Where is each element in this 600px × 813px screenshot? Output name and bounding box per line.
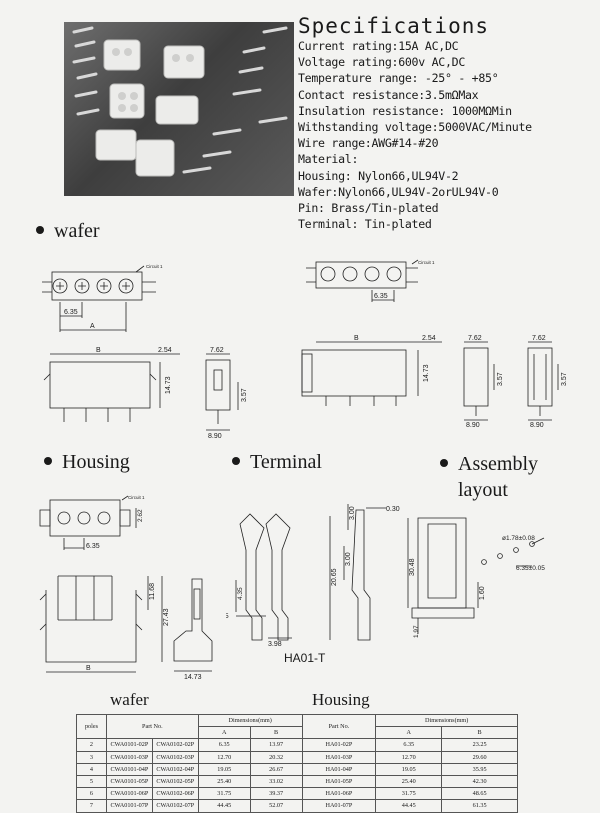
spec-pin-material: Pin: Brass/Tin-plated bbox=[298, 201, 439, 216]
svg-text:3.00: 3.00 bbox=[349, 506, 356, 520]
svg-text:2.54: 2.54 bbox=[422, 335, 436, 342]
spec-housing-material: Housing: Nylon66,UL94V-2 bbox=[298, 168, 459, 183]
wafer-heading: wafer bbox=[36, 220, 100, 243]
table-subheader-row: A B A B bbox=[77, 726, 518, 740]
svg-text:2.54: 2.54 bbox=[158, 347, 172, 354]
wafer-front-view-drawing: B 2.54 14.73 bbox=[43, 347, 180, 422]
wafer-part-no-header: Part No. bbox=[105, 713, 199, 740]
product-photo bbox=[64, 22, 294, 196]
svg-text:20.65: 20.65 bbox=[331, 568, 338, 586]
table-header-row: poles Part No. Dimensions(mm) Part No. D… bbox=[76, 713, 518, 740]
svg-text:8.90: 8.90 bbox=[466, 422, 480, 429]
wafer-dimensions-header: Dimensions(mm) bbox=[197, 713, 303, 728]
housing-b-header: B bbox=[441, 726, 518, 740]
bullet-icon bbox=[36, 226, 44, 235]
housing-a-header: A bbox=[375, 726, 443, 740]
svg-text:1.60: 1.60 bbox=[479, 586, 486, 600]
dim-6-35-label: 6.35 bbox=[374, 293, 388, 300]
spec-insulation-resistance: Insulation resistance: 1000MΩMin bbox=[298, 103, 512, 118]
svg-text:3.98: 3.98 bbox=[268, 641, 282, 648]
svg-text:ø1.78±0.08: ø1.78±0.08 bbox=[502, 535, 535, 542]
housing-dimensions-header: Dimensions(mm) bbox=[375, 713, 518, 728]
svg-text:4.35: 4.35 bbox=[226, 613, 229, 620]
spec-material: Material: bbox=[298, 152, 359, 167]
svg-text:7.62: 7.62 bbox=[468, 335, 482, 342]
spec-temperature-range: Temperature range: -25° - +85° bbox=[298, 71, 499, 86]
table-wafer-title: wafer bbox=[110, 690, 149, 709]
terminal-heading: Terminal bbox=[232, 451, 322, 474]
spec-terminal-material: Terminal: Tin-plated bbox=[298, 217, 432, 232]
table-housing-title: Housing bbox=[312, 690, 370, 709]
wafer-side-view-drawing: 7.62 3.57 8.90 bbox=[205, 347, 248, 440]
housing-part-no-header: Part No. bbox=[301, 713, 377, 740]
wafer-a-header: A bbox=[197, 726, 251, 740]
svg-text:14.73: 14.73 bbox=[423, 364, 430, 382]
housing-heading: Housing bbox=[44, 451, 130, 474]
svg-text:B: B bbox=[354, 335, 359, 342]
svg-text:6.35±0.05: 6.35±0.05 bbox=[516, 565, 545, 572]
svg-text:1.97: 1.97 bbox=[413, 625, 420, 638]
circuit-1-label: Circuit 1 bbox=[418, 260, 435, 265]
svg-text:3.57: 3.57 bbox=[241, 388, 248, 402]
dimensions-table: poles Part No. Dimensions(mm) Part No. D… bbox=[76, 713, 518, 813]
svg-text:3.00: 3.00 bbox=[345, 552, 352, 566]
circuit-1-label: Circuit 1 bbox=[146, 264, 163, 269]
svg-text:27.43: 27.43 bbox=[163, 608, 170, 626]
wafer-alt-front-view-drawing: B 2.54 14.73 bbox=[301, 335, 442, 406]
assembly-layout-drawing: 30.48 1.60 1.97 ø1.78±0.08 6.35±0.05 bbox=[407, 517, 545, 638]
housing-top-view-drawing: Circuit 1 2.62 6.35 bbox=[39, 495, 145, 550]
svg-text:8.90: 8.90 bbox=[208, 433, 222, 440]
bullet-icon bbox=[440, 459, 448, 468]
product-photo-image bbox=[72, 26, 288, 177]
spec-voltage-rating: Voltage rating:600v AC,DC bbox=[298, 55, 466, 70]
specifications-list: Current rating:15A AC,DC Voltage rating:… bbox=[298, 38, 596, 232]
svg-text:14.73: 14.73 bbox=[184, 674, 202, 681]
svg-text:B: B bbox=[96, 347, 101, 354]
spec-wafer-material: Wafer:Nylon66,UL94V-2orUL94V-0 bbox=[298, 184, 499, 199]
svg-text:8.90: 8.90 bbox=[530, 422, 544, 429]
terminal-part-number: HA01-T bbox=[284, 651, 326, 665]
svg-text:3.57: 3.57 bbox=[561, 372, 568, 386]
svg-text:7.62: 7.62 bbox=[210, 347, 224, 354]
housing-front-view-drawing: 11.68 27.43 B bbox=[39, 575, 170, 673]
svg-text:3.57: 3.57 bbox=[497, 372, 504, 386]
assembly-layout-heading: Assembly layout bbox=[440, 451, 538, 503]
wafer-alt-side-views-drawing: 7.62 3.57 8.90 7.62 3.57 8.90 bbox=[463, 335, 568, 429]
svg-text:B: B bbox=[86, 665, 91, 672]
spec-withstanding-voltage: Withstanding voltage:5000VAC/Minute bbox=[298, 120, 532, 135]
svg-text:30.48: 30.48 bbox=[409, 558, 416, 576]
svg-text:11.68: 11.68 bbox=[149, 583, 156, 600]
svg-text:7.62: 7.62 bbox=[532, 335, 546, 342]
svg-text:0.30: 0.30 bbox=[386, 506, 400, 513]
spec-contact-resistance: Contact resistance:3.5mΩMax bbox=[298, 87, 479, 102]
dim-a-label: A bbox=[90, 323, 95, 330]
svg-text:6.35: 6.35 bbox=[86, 543, 100, 550]
circuit-1-label: Circuit 1 bbox=[128, 495, 145, 500]
wafer-alt-top-view-drawing: Circuit 1 6.35 bbox=[306, 259, 435, 302]
poles-header: poles bbox=[76, 713, 107, 740]
wafer-b-header: B bbox=[249, 726, 303, 740]
bullet-icon bbox=[232, 457, 240, 466]
specifications-block: Specifications Current rating:15A AC,DC … bbox=[298, 14, 596, 232]
dim-6-35-label: 6.35 bbox=[64, 309, 78, 316]
housing-side-view-drawing: 14.73 bbox=[173, 578, 213, 681]
spec-wire-range: Wire range:AWG#14-#20 bbox=[298, 136, 439, 151]
specifications-title: Specifications bbox=[298, 14, 490, 38]
bullet-icon bbox=[44, 457, 52, 466]
terminal-drawing: 4.35 4.35 0.30 3.00 20.65 3.00 3.98 HA01… bbox=[226, 504, 400, 665]
svg-text:2.62: 2.62 bbox=[137, 509, 144, 522]
svg-text:14.73: 14.73 bbox=[165, 376, 172, 394]
wafer-top-view-drawing: Circuit 1 6.35 A bbox=[42, 264, 163, 332]
svg-text:4.35: 4.35 bbox=[237, 587, 244, 600]
spec-current-rating: Current rating:15A AC,DC bbox=[298, 39, 459, 53]
